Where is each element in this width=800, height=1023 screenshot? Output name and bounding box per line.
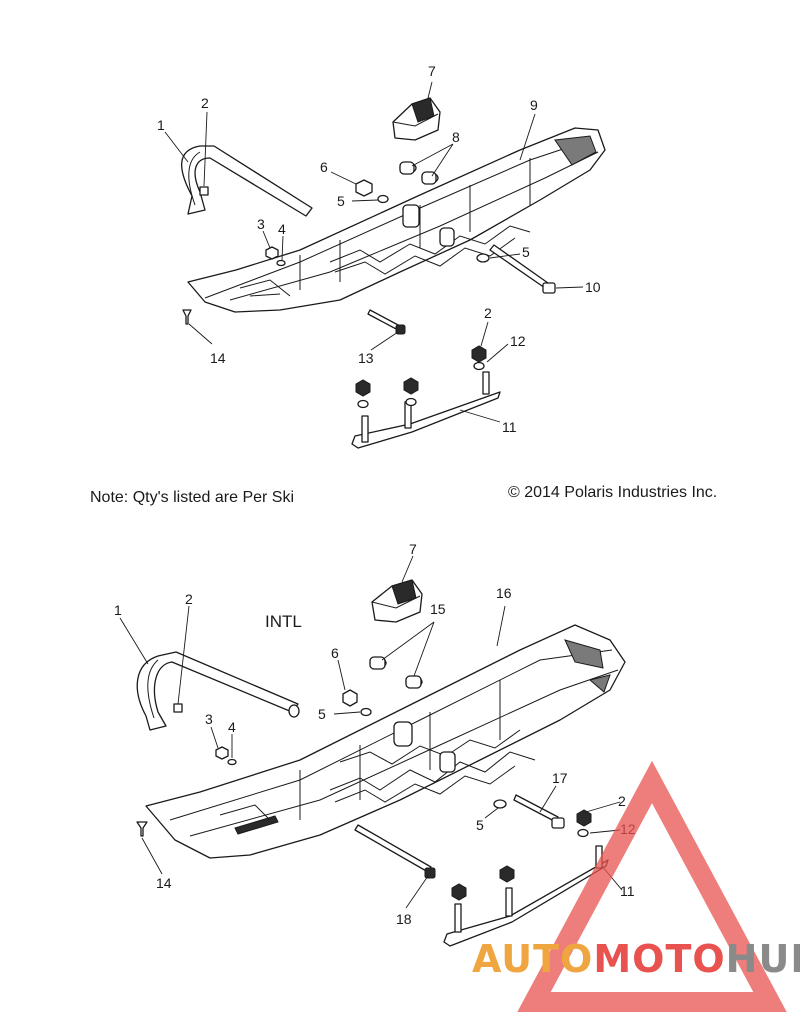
callout-10-top: 10	[585, 279, 601, 295]
callout-4-top: 4	[278, 221, 286, 237]
ski-body-bottom	[145, 624, 626, 859]
top-assembly: 1 2 3 4 5 5 6 7 8 9 10 2 12 11 13 14	[157, 63, 606, 449]
callout-5b-top: 5	[522, 244, 530, 260]
callout-2-top: 2	[201, 95, 209, 111]
callout-1-top: 1	[157, 117, 165, 133]
wear-bar-top	[351, 391, 501, 449]
watermark-part-hub: HUB	[726, 937, 800, 981]
callout-14-bottom: 14	[156, 875, 172, 891]
callout-5b-bottom: 5	[476, 817, 484, 833]
callout-5a-bottom: 5	[318, 706, 326, 722]
watermark-triangle-icon	[517, 760, 787, 1012]
callout-7-top: 7	[428, 63, 436, 79]
callout-6-bottom: 6	[331, 645, 339, 661]
ski-body-top	[187, 127, 606, 313]
qty-note: Note: Qty's listed are Per Ski	[90, 489, 294, 506]
callout-5a-top: 5	[337, 193, 345, 209]
callout-15-bottom: 15	[430, 601, 446, 617]
callout-1-bottom: 1	[114, 602, 122, 618]
callout-13-top: 13	[358, 350, 374, 366]
bottom-assembly: INTL	[114, 541, 636, 947]
callout-2b-top: 2	[484, 305, 492, 321]
callout-3-bottom: 3	[205, 711, 213, 727]
callout-6-top: 6	[320, 159, 328, 175]
watermark-part-auto: AUTO	[472, 937, 593, 981]
callout-4-bottom: 4	[228, 719, 236, 735]
callout-7-bottom: 7	[409, 541, 417, 557]
callout-18-bottom: 18	[396, 911, 412, 927]
automotohub-watermark: AUTOMOTOHUB	[472, 760, 800, 1012]
callout-11-bottom: 11	[620, 883, 635, 899]
ski-loop-top	[181, 145, 313, 217]
callout-17-bottom: 17	[552, 770, 568, 786]
callout-11-top: 11	[502, 419, 517, 435]
watermark-text: AUTOMOTOHUB	[472, 937, 800, 981]
callout-2b-bottom: 2	[618, 793, 626, 809]
copyright-text: © 2014 Polaris Industries Inc.	[508, 484, 717, 501]
callout-9-top: 9	[530, 97, 538, 113]
callout-8-top: 8	[452, 129, 460, 145]
callout-14-top: 14	[210, 350, 226, 366]
callout-3-top: 3	[257, 216, 265, 232]
callout-16-bottom: 16	[496, 585, 512, 601]
ski-loop-bottom	[136, 651, 299, 731]
intl-label: INTL	[265, 612, 302, 631]
callout-12-top: 12	[510, 333, 526, 349]
watermark-part-moto: MOTO	[593, 937, 725, 981]
callout-2-bottom: 2	[185, 591, 193, 607]
